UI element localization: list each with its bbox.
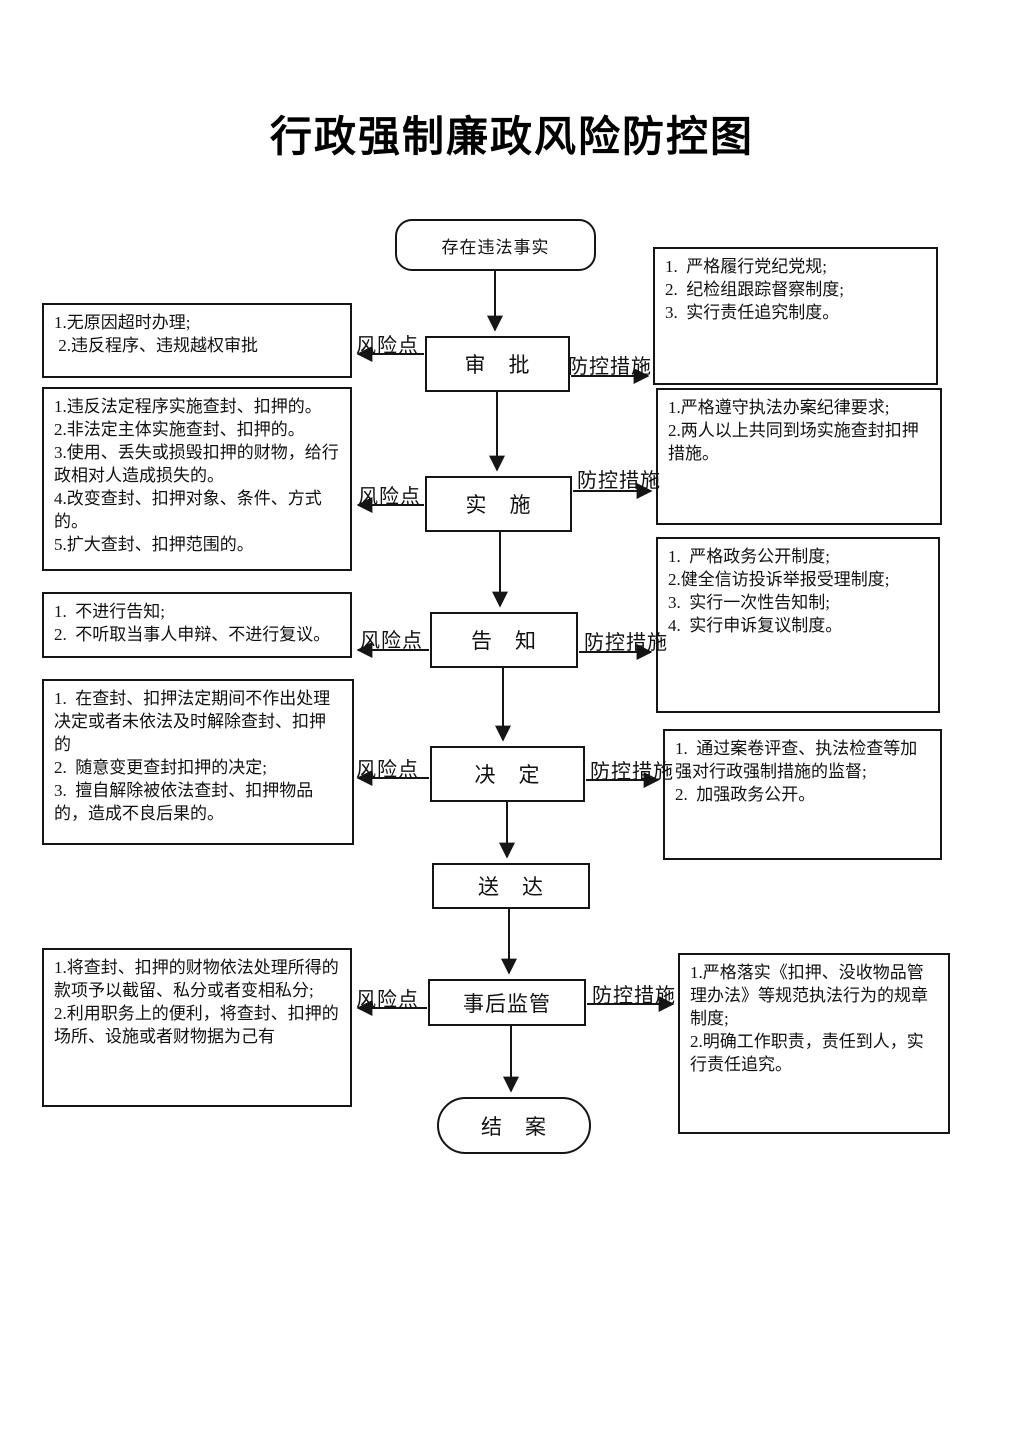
risk-label-approval: 风险点	[356, 335, 419, 357]
list-item: 3. 擅自解除被依法查封、扣押物品的，造成不良后果的。	[54, 780, 314, 823]
list-item: 1. 不进行告知;	[54, 602, 165, 621]
list-item: 2. 不听取当事人申辩、不进行复议。	[54, 624, 331, 644]
control-box-notification: 1. 严格政务公开制度; 2.健全信访投诉举报受理制度; 3. 实行一次性告知制; 4…	[656, 537, 940, 713]
flow-node-notification: 告 知	[430, 612, 578, 668]
risk-box-implementation: 1.违反法定程序实施查封、扣押的。 2.非法定主体实施查封、扣押的。 3.使用、丢失…	[42, 387, 352, 571]
control-box-post-supervision: 1.严格落实《扣押、没收物品管理办法》等规范执法行为的规章制度;2.明确工作职责…	[678, 953, 950, 1134]
list-item: 1.严格遵守执法办案纪律要求;	[668, 398, 890, 417]
list-item: 2.健全信访投诉举报受理制度;	[668, 569, 890, 589]
list-item: 1. 在查封、扣押法定期间不作出处理决定或者未依法及时解除查封、扣押的	[54, 689, 331, 754]
list-item: 3. 实行责任追究制度。	[665, 302, 840, 322]
control-box-decision: 1. 通过案卷评查、执法检查等加强对行政强制措施的监督; 2. 加强政务公开。	[663, 729, 942, 860]
control-label-post-supervision: 防控措施	[592, 985, 676, 1007]
flow-node-post-supervision: 事后监管	[428, 979, 586, 1026]
list-item: 2.明确工作职责，责任到人，实行责任追究。	[690, 1031, 924, 1074]
risk-label-implementation: 风险点	[358, 486, 421, 508]
list-item: 2.两人以上共同到场实施查封扣押措施。	[668, 420, 919, 463]
control-label-notification: 防控措施	[584, 632, 668, 654]
list-item: 4.改变查封、扣押对象、条件、方式的。	[54, 488, 322, 531]
control-label-decision: 防控措施	[590, 761, 674, 783]
list-item: 1.无原因超时办理;	[54, 313, 191, 332]
control-label-approval: 防控措施	[568, 356, 652, 378]
list-item: 1.违反法定程序实施查封、扣押的。	[54, 397, 322, 416]
list-item: 1. 严格履行党纪党规;	[665, 257, 827, 276]
list-item: 5.扩大查封、扣押范围的。	[54, 534, 254, 554]
flow-node-implementation: 实 施	[425, 476, 572, 532]
list-item: 3.使用、丢失或损毁扣押的财物，给行政相对人造成损失的。	[54, 442, 339, 485]
flow-node-approval: 审 批	[425, 336, 570, 392]
list-item: 2. 纪检组跟踪督察制度;	[665, 279, 844, 299]
list-item: 1. 严格政务公开制度;	[668, 547, 830, 566]
list-item: 2. 随意变更查封扣押的决定;	[54, 757, 267, 777]
list-item: 2.利用职务上的便利，将查封、扣押的场所、设施或者财物据为己有	[54, 1003, 339, 1046]
flow-node-start: 存在违法事实	[395, 219, 596, 271]
flow-node-delivery: 送 达	[432, 863, 590, 909]
list-item: 1. 通过案卷评查、执法检查等加强对行政强制措施的监督;	[675, 739, 918, 781]
risk-box-decision: 1. 在查封、扣押法定期间不作出处理决定或者未依法及时解除查封、扣押的 2. 随意…	[42, 679, 354, 845]
flow-node-decision: 决 定	[430, 746, 585, 802]
control-label-implementation: 防控措施	[577, 470, 661, 492]
control-box-approval: 1. 严格履行党纪党规; 2. 纪检组跟踪督察制度; 3. 实行责任追究制度。	[653, 247, 938, 385]
flow-node-closing: 结 案	[437, 1097, 591, 1154]
list-item: 3. 实行一次性告知制;	[668, 592, 830, 612]
risk-label-notification: 风险点	[360, 630, 423, 652]
list-item: 2.违反程序、违规越权审批	[54, 335, 258, 355]
list-item: 4. 实行申诉复议制度。	[668, 615, 843, 635]
list-item: 1.将查封、扣押的财物依法处理所得的款项予以截留、私分或者变相私分;	[54, 958, 339, 1000]
risk-box-post-supervision: 1.将查封、扣押的财物依法处理所得的款项予以截留、私分或者变相私分;2.利用职务…	[42, 948, 352, 1107]
risk-box-notification: 1. 不进行告知; 2. 不听取当事人申辩、不进行复议。	[42, 592, 352, 658]
page-title: 行政强制廉政风险防控图	[269, 115, 754, 161]
risk-label-decision: 风险点	[356, 759, 419, 781]
list-item: 2. 加强政务公开。	[675, 784, 816, 804]
list-item: 2.非法定主体实施查封、扣押的。	[54, 419, 305, 439]
list-item: 1.严格落实《扣押、没收物品管理办法》等规范执法行为的规章制度;	[690, 963, 928, 1028]
risk-box-approval: 1.无原因超时办理; 2.违反程序、违规越权审批	[42, 303, 352, 378]
control-box-implementation: 1.严格遵守执法办案纪律要求; 2.两人以上共同到场实施查封扣押措施。	[656, 388, 942, 525]
risk-label-post-supervision: 风险点	[356, 989, 419, 1011]
